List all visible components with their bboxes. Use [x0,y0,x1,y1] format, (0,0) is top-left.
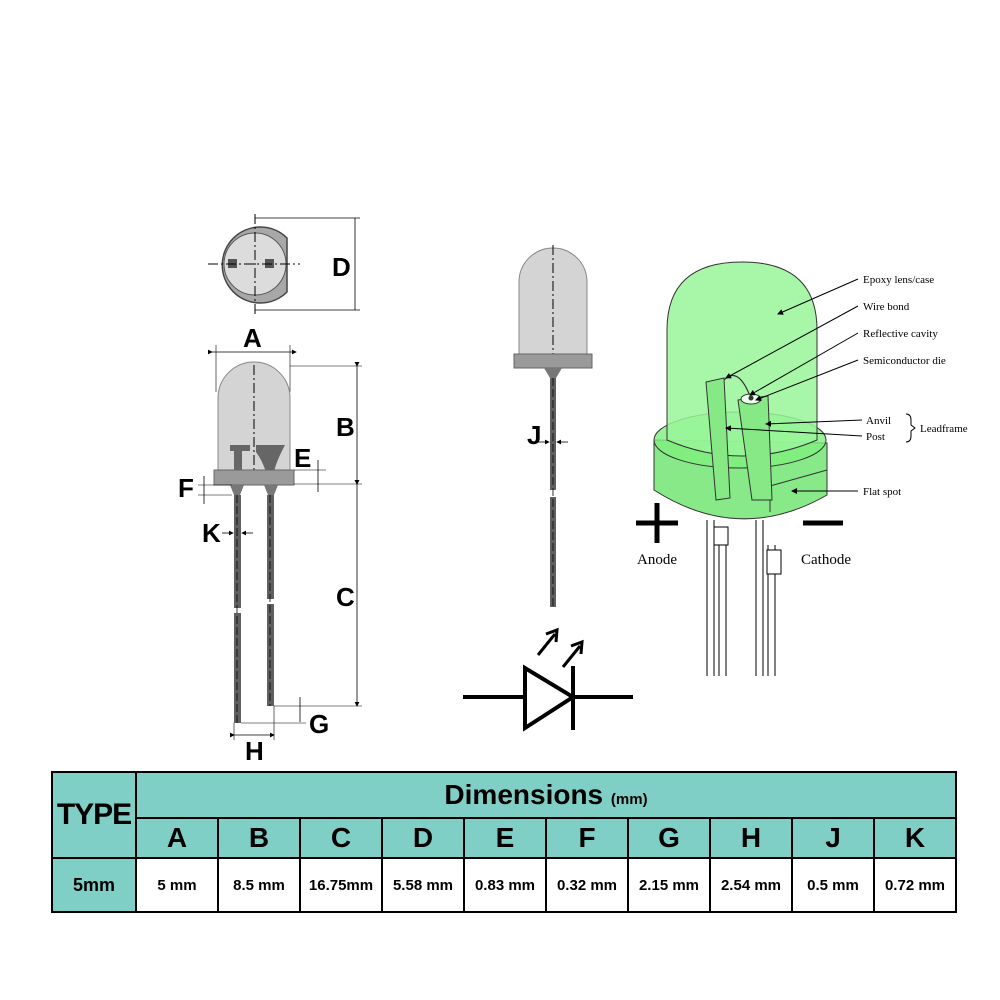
type-header: TYPE [51,771,137,859]
column-header-d: D [381,817,465,859]
label-k: K [202,518,221,548]
label-j: J [527,420,541,450]
callout-anvil: Anvil [866,415,891,427]
label-d: D [332,252,351,282]
label-f: F [178,473,194,503]
value-cell-e: 0.83 mm [463,857,547,913]
anode-label: Anode [637,552,677,568]
led-symbol [463,627,633,732]
callout-epoxy: Epoxy lens/case [863,274,934,286]
value-cell-f: 0.32 mm [545,857,629,913]
column-header-k: K [873,817,957,859]
label-h: H [245,736,264,760]
value-cell-k: 0.72 mm [873,857,957,913]
column-header-a: A [135,817,219,859]
callout-post: Post [866,431,885,443]
column-header-e: E [463,817,547,859]
value-cell-a: 5 mm [135,857,219,913]
label-g: G [309,709,329,739]
value-cell-h: 2.54 mm [709,857,793,913]
side-view: A B C E F [178,323,362,760]
column-header-b: B [217,817,301,859]
label-e: E [294,443,311,473]
column-header-c: C [299,817,383,859]
value-cell-g: 2.15 mm [627,857,711,913]
value-cell-b: 8.5 mm [217,857,301,913]
value-cell-c: 16.75mm [299,857,383,913]
green-led-3d: Epoxy lens/case Wire bond Reflective cav… [636,261,968,676]
dimensions-title: Dimensions (mm) [135,771,957,818]
column-header-f: F [545,817,629,859]
callout-wire-bond: Wire bond [863,301,910,313]
led-drawing: D A B C E [178,214,968,760]
callout-flat-spot: Flat spot [863,486,901,498]
type-cell: 5mm [51,857,137,913]
column-header-j: J [791,817,875,859]
label-a: A [243,323,262,353]
column-header-h: H [709,817,793,859]
cathode-label: Cathode [801,552,851,568]
value-cell-j: 0.5 mm [791,857,875,913]
callout-semiconductor-die: Semiconductor die [863,355,946,367]
value-cell-d: 5.58 mm [381,857,465,913]
callout-reflective-cavity: Reflective cavity [863,328,938,340]
top-view: D [208,214,360,314]
center-side-view: J [513,245,593,607]
label-b: B [336,412,355,442]
label-c: C [336,582,355,612]
callout-leadframe: Leadframe [920,423,968,435]
column-header-g: G [627,817,711,859]
